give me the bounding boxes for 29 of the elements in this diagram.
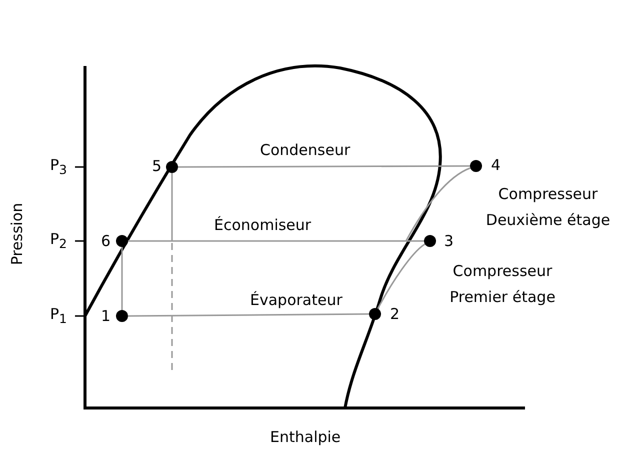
point-number: 5 [152,157,162,175]
process-line [128,240,424,242]
process-line [121,247,123,310]
point-number: 1 [101,307,111,325]
pressure-level: P$_{3}$ [50,156,67,179]
process-line [128,313,369,317]
state-point [116,310,128,322]
stage-label: Compresseur Premier étage [448,261,556,308]
pressure-level: P$_{1}$ [50,305,67,328]
process-line [178,165,470,168]
process-curve [405,167,471,242]
edge-label: Condenseur [258,142,352,158]
axis-title: Enthalpie [270,428,341,446]
state-point [166,161,178,173]
state-point [470,160,482,172]
pressure-level: P$_{2}$ [50,230,67,253]
process-line [171,173,173,241]
point-number: 2 [390,305,400,323]
state-point [369,308,381,320]
state-point [424,235,436,247]
process-curve [377,244,426,310]
stage-label: Compresseur Deuxième étage [484,184,612,231]
edge-label: Économiseur [212,217,314,233]
point-number: 6 [101,232,111,250]
axis-title: Pression [8,202,26,266]
edge-label: Évaporateur [248,292,344,308]
point-number: 3 [444,232,454,250]
state-point [116,235,128,247]
point-number: 4 [491,156,501,174]
